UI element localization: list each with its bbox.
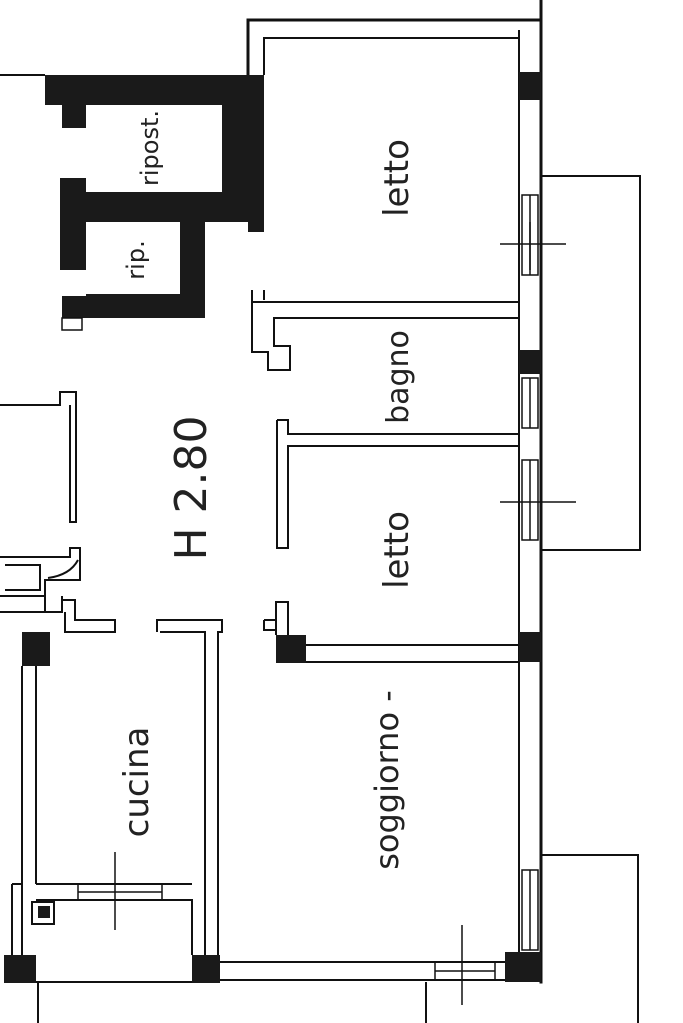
room-label-bagno: bagno [381, 330, 416, 424]
bottom-walls [4, 925, 505, 1023]
window-bagno [521, 377, 539, 429]
balcony-lower [541, 854, 639, 1023]
room-label-soggiorno: soggiorno - [368, 690, 406, 870]
letto-soggiorno-divider [263, 601, 519, 663]
balcony-upper [541, 175, 641, 551]
left-walls [0, 391, 116, 666]
window-letto-top [500, 194, 566, 276]
room-label-cucina: cucina [117, 727, 157, 838]
room-label-letto-mid: letto [377, 511, 417, 589]
room-label-letto-top: letto [377, 139, 417, 217]
bagno-walls [251, 290, 519, 549]
room-label-rip: rip. [122, 240, 150, 279]
window-soggiorno [521, 869, 539, 951]
window-letto-mid [500, 459, 576, 541]
exterior-wall-right [505, 0, 543, 984]
cucina-walls [11, 619, 223, 960]
storage-walls [0, 74, 264, 331]
room-label-ripost: ripost. [136, 110, 164, 186]
ceiling-height-label: H 2.80 [166, 415, 217, 560]
